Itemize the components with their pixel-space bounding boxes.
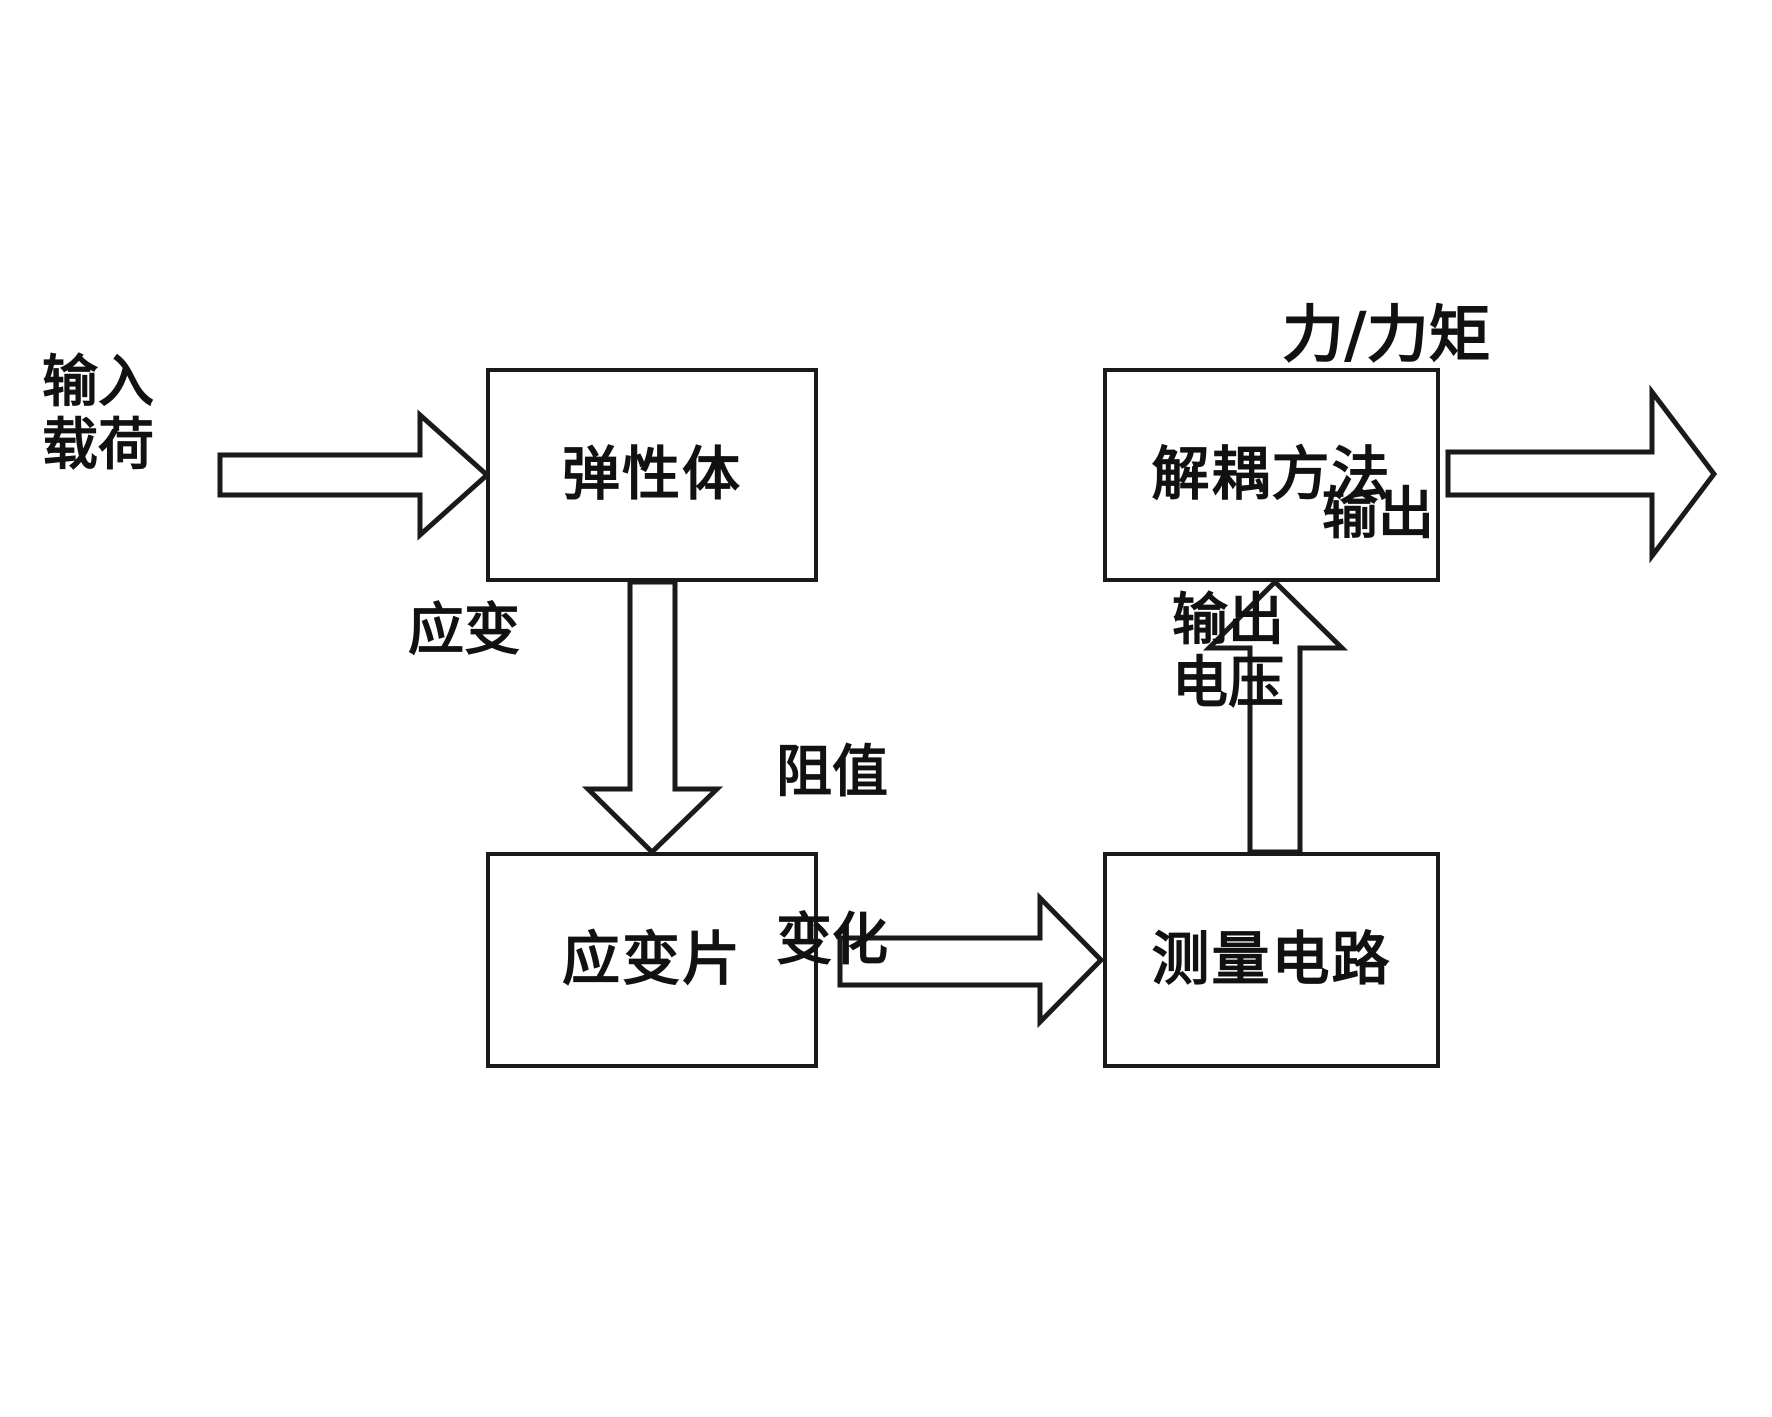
node-label-strain-gauge: 应变片	[561, 925, 742, 994]
arrow-circuit-to-decoupling	[1202, 578, 1349, 855]
node-label-elastic-body: 弹性体	[561, 440, 742, 509]
edge-label-input-load: 输入 载荷	[42, 350, 154, 478]
node-measurement-circuit[interactable]: 测量电路	[1103, 852, 1440, 1068]
node-elastic-body[interactable]: 弹性体	[486, 368, 818, 582]
node-label-measurement-circuit: 测量电路	[1151, 925, 1392, 994]
edge-label-strain: 应变	[408, 598, 520, 663]
edge-label-output-voltage: 输出 电压	[1172, 588, 1284, 716]
edge-label-resistance: 阻值	[776, 740, 888, 805]
arrow-strain-gauge-to-circuit	[837, 891, 1105, 1029]
arrow-decoupling-to-output	[1445, 384, 1718, 564]
edge-label-output: 输出	[1322, 482, 1434, 547]
node-decoupling-method[interactable]: 解耦方法	[1103, 368, 1440, 582]
arrow-elastic-to-strain-gauge	[581, 579, 724, 856]
edge-label-change: 变化	[776, 908, 888, 973]
node-strain-gauge[interactable]: 应变片	[486, 852, 818, 1068]
node-label-decoupling-method: 解耦方法	[1151, 440, 1392, 509]
arrow-input-to-elastic	[217, 409, 491, 541]
edge-label-force-torque: 力/力矩	[1282, 298, 1491, 371]
